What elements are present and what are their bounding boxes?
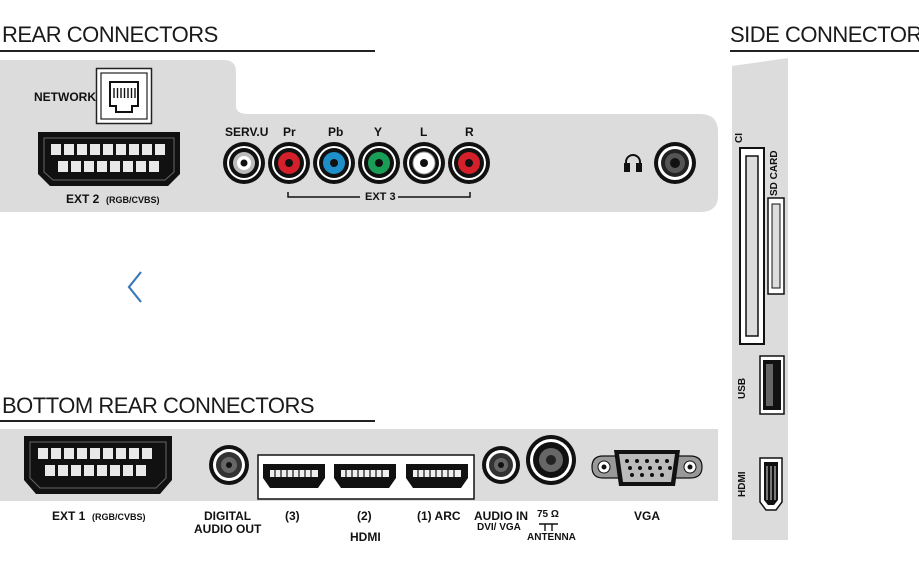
headphone-icon	[624, 154, 642, 172]
digital-label: DIGITAL	[204, 509, 252, 523]
audio-out-label: AUDIO OUT	[194, 522, 262, 536]
ext3-label: EXT 3	[365, 191, 396, 203]
chevron-left-icon[interactable]	[126, 270, 146, 304]
audio-in-jack-icon	[482, 446, 520, 484]
side-connectors-title: SIDE CONNECTORS	[730, 22, 919, 47]
network-port-icon	[95, 67, 153, 125]
y-label: Y	[374, 125, 383, 139]
r-label: R	[465, 125, 474, 139]
scart-ext2-icon	[38, 132, 180, 186]
antenna-label: ANTENNA	[527, 532, 576, 543]
hdmi2-label: (2)	[357, 509, 372, 523]
scart-ext1-icon	[24, 436, 172, 494]
r-jack-icon	[448, 142, 490, 184]
headphone-jack-icon	[654, 142, 696, 184]
antenna-port-icon	[526, 435, 576, 485]
antenna-symbol-icon	[539, 523, 558, 531]
pb-label: Pb	[328, 125, 344, 139]
ext1-label: EXT 1 (RGB/CVBS)	[52, 509, 146, 523]
pb-jack-icon	[313, 142, 355, 184]
vga-label: VGA	[634, 509, 661, 523]
servu-jack-icon	[223, 142, 265, 184]
hdmi1-port-icon	[406, 464, 468, 488]
ext2-label: EXT 2 (RGB/CVBS)	[66, 192, 160, 206]
hdmi1-arc-label: (1) ARC	[417, 509, 461, 523]
audio-in-label: AUDIO IN	[474, 509, 528, 523]
bottom-title-rule	[0, 420, 375, 422]
network-label: NETWORK	[34, 90, 96, 104]
hdmi3-port-icon	[263, 464, 325, 488]
y-jack-icon	[358, 142, 400, 184]
pr-label: Pr	[283, 125, 296, 139]
side-title-rule	[730, 50, 919, 52]
ohm-label: 75 Ω	[537, 509, 559, 520]
pr-jack-icon	[268, 142, 310, 184]
l-jack-icon	[403, 142, 445, 184]
hdmi-group-label: HDMI	[350, 530, 381, 544]
bottom-rear-connectors-title: BOTTOM REAR CONNECTORS	[2, 393, 315, 418]
digital-audio-out-icon	[209, 445, 249, 485]
hdmi3-label: (3)	[285, 509, 300, 523]
hdmi2-port-icon	[334, 464, 396, 488]
rear-title-rule	[0, 50, 375, 52]
vga-port-icon	[591, 450, 703, 486]
dvi-vga-label: DVI/ VGA	[477, 522, 521, 533]
servu-label: SERV.U	[225, 125, 269, 139]
l-label: L	[420, 125, 428, 139]
rear-connectors-title: REAR CONNECTORS	[2, 22, 218, 47]
